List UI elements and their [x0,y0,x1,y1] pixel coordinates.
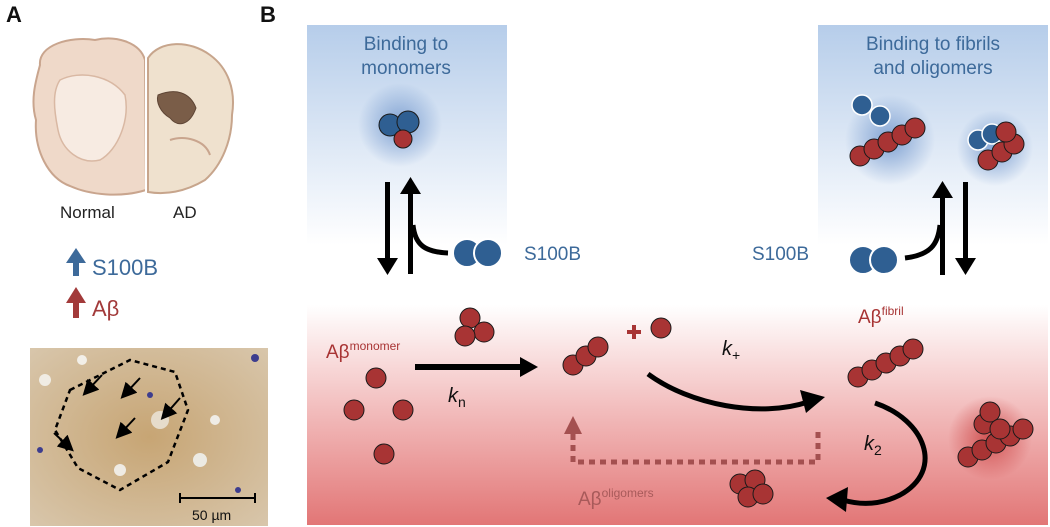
s100b-label-right: S100B [752,244,809,265]
box-left-title-line1: Binding to [364,34,449,55]
s100b-dimer-left [452,238,503,268]
abeta-monomer-label: Aβmonomer [326,339,400,363]
s100b-up-arrow-icon [66,248,86,276]
s100b-abeta-monomer-complex [378,110,420,149]
s100b-oligomer-complex [967,121,1025,171]
scale-bar [179,493,256,503]
plus-sign [627,325,641,339]
abeta-added-monomer [650,317,672,339]
brain-illustration [32,37,234,196]
nucleation-arrow [415,357,538,377]
abeta-up-arrow-icon [66,287,86,318]
s100b-label-left: S100B [524,244,581,265]
abeta-reaction-region [307,305,1048,525]
equilibrium-arrows-fibril [904,181,976,275]
abeta-secondary-nucleated-fibril [957,401,1034,468]
panel-label-b: B [260,2,276,27]
oligomer-feedback-arrow [564,416,821,465]
s100b-fibril-complex [849,94,926,167]
box-right-title-line2: and oligomers [873,58,992,79]
legend-s100b: S100B [92,255,158,280]
rate-k2: k2 [864,433,882,458]
box-right-title-line1: Binding to fibrils [866,34,1000,55]
box-left-title-line2: monomers [361,58,451,79]
scale-bar-label: 50 µm [192,507,231,523]
histology-image [30,348,268,526]
legend-abeta: Aβ [92,296,119,321]
abeta-nucleus [562,336,609,376]
label-normal: Normal [60,203,115,222]
abeta-oligomer [729,469,774,508]
abeta-fibril-label: Aβfibril [858,304,904,328]
abeta-fibril [847,338,924,388]
secondary-nucleation-arrow [826,400,928,512]
label-ad: AD [173,203,197,222]
rate-kn: kn [448,385,466,410]
abeta-monomers [343,367,414,465]
rate-kplus: k+ [722,338,740,363]
s100b-dimer-right [848,245,899,275]
panel-label-a: A [6,2,22,27]
abeta-oligomers-label: Aβoligomers [578,486,654,510]
equilibrium-arrows-monomer [377,177,449,275]
elongation-arrow [646,371,825,413]
abeta-trimer-top [454,307,495,347]
